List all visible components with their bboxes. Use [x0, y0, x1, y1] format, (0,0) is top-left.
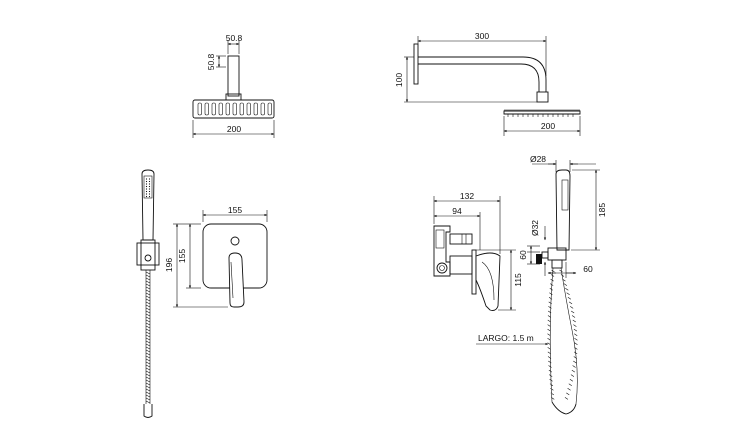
- nozzle-slot: [260, 102, 265, 116]
- handset-spray-face: [143, 175, 153, 199]
- hose-side: [547, 267, 578, 405]
- head-side-nozzles: [507, 114, 574, 117]
- mixer-plate-front-view: 155 155 196: [164, 205, 268, 308]
- head-side: [503, 110, 581, 115]
- dim-handle-diameter: Ø28: [530, 154, 546, 164]
- head-body: [192, 99, 275, 119]
- dim-outlet-height: 60: [518, 250, 528, 260]
- nozzle-slot: [232, 102, 237, 116]
- hose-front: [145, 270, 151, 404]
- dim-head-side-diameter: 200: [541, 121, 555, 131]
- spray-dot: [148, 185, 151, 188]
- spray-dot: [145, 183, 148, 185]
- spray-dot: [145, 190, 148, 193]
- hose-length-label: LARGO: 1.5 m: [478, 333, 534, 343]
- outlet-nut: [536, 254, 542, 264]
- hose-loop-bottom: [551, 401, 577, 415]
- hand-shower-front-view: [136, 169, 160, 418]
- dim-plate-width: 155: [228, 205, 242, 215]
- shower-arm-side-view: 300 100 200: [394, 31, 581, 136]
- spray-dot: [148, 190, 151, 193]
- valve-inlet: [436, 262, 448, 274]
- hose-length-callout: LARGO: 1.5 m: [476, 333, 549, 346]
- nozzle-slot: [253, 102, 258, 116]
- holder-bracket: [136, 242, 160, 266]
- hand-shower-side-view: Ø28 185 Ø32 60 60: [518, 154, 607, 415]
- valve-body: [433, 225, 451, 277]
- arm-lower: [418, 63, 540, 92]
- arm-upper: [418, 56, 547, 92]
- hose-end: [143, 404, 153, 418]
- cartridge: [449, 255, 473, 275]
- handset-side-body: [555, 169, 571, 251]
- spray-dot: [148, 188, 151, 190]
- dim-head-top-diameter: 200: [227, 124, 241, 134]
- spray-dot: [148, 195, 151, 198]
- dim-handle-length: 185: [597, 203, 607, 217]
- dim-plate-height: 155: [177, 249, 187, 263]
- nozzle-slot: [204, 102, 209, 116]
- holder-outlet: [144, 254, 152, 262]
- spray-dot: [148, 193, 151, 195]
- arm-connector: [536, 91, 549, 103]
- spray-dot: [145, 180, 148, 183]
- spray-dot: [148, 180, 151, 183]
- nozzle-slot: [246, 102, 251, 116]
- dim-head-top-height: 50.8: [206, 53, 216, 70]
- handset-spray-dots: [145, 178, 151, 198]
- mixer-body-side-view: 132 94 115: [433, 191, 523, 311]
- dim-body-depth-inner: 94: [452, 206, 462, 216]
- spray-dot: [148, 178, 151, 180]
- valve-outlet-stub: [449, 233, 473, 245]
- nozzle-slot: [218, 102, 223, 116]
- shower-head-top-view: 50.8 50.8 200: [192, 33, 275, 138]
- diverter-button: [230, 236, 240, 246]
- mixer-lever: [228, 252, 245, 308]
- dim-outlet-diameter: Ø32: [530, 220, 540, 236]
- holder-clip: [140, 239, 156, 271]
- dim-body-depth: 132: [460, 191, 474, 201]
- spray-dot: [145, 195, 148, 198]
- wall-plate-side: [471, 249, 477, 295]
- dim-handset-total-height: 196: [164, 258, 174, 272]
- spray-dot: [148, 183, 151, 185]
- nozzle-slot: [211, 102, 216, 116]
- head-nozzles: [197, 102, 272, 116]
- spray-dot: [145, 185, 148, 188]
- spray-dot: [145, 193, 148, 195]
- hose-nut: [551, 259, 563, 269]
- arm-stub: [227, 55, 240, 97]
- dim-head-top-width: 50.8: [226, 33, 243, 43]
- dim-arm-drop: 100: [394, 73, 404, 87]
- nozzle-slot: [197, 102, 202, 116]
- spray-dot: [145, 178, 148, 180]
- wall-outlet: [541, 251, 549, 259]
- spray-dot: [145, 188, 148, 190]
- nozzle-slot: [225, 102, 230, 116]
- dim-arm-length: 300: [475, 31, 489, 41]
- lever-side: [475, 252, 501, 311]
- handset-body: [141, 169, 155, 241]
- nozzle-slot: [239, 102, 244, 116]
- dim-body-height: 115: [513, 273, 523, 287]
- handset-side-spray: [561, 179, 569, 211]
- wall-flange: [413, 43, 419, 85]
- nozzle-slot: [267, 102, 272, 116]
- dim-outlet-width: 60: [583, 264, 593, 274]
